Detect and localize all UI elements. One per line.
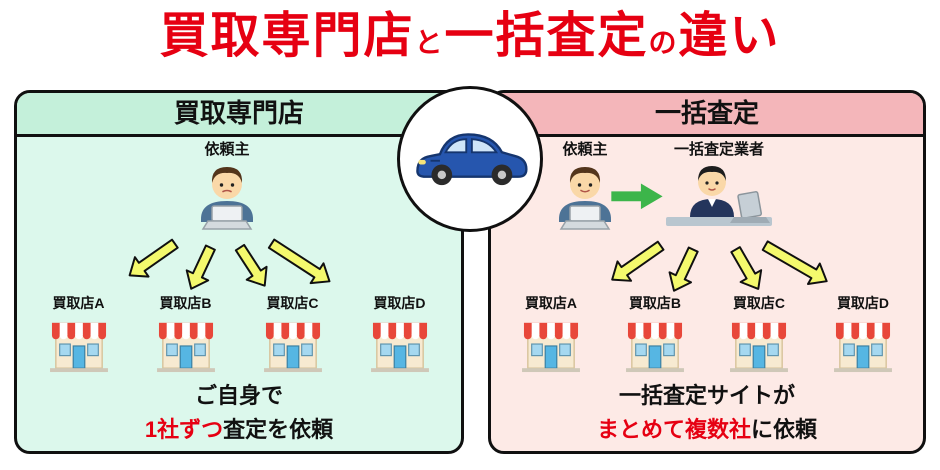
- right-requester-label: 依頼主: [562, 141, 608, 158]
- yellow-arrow-icon: [185, 244, 216, 290]
- right-requester: 依頼主: [525, 141, 645, 238]
- storefront-icon: [624, 322, 686, 377]
- right-caption: 一括査定サイトが まとめて複数社に依頼: [491, 379, 923, 447]
- right-panel-body: 依頼主 一括査定業者: [491, 137, 923, 451]
- store-item-a: 買取店A: [28, 293, 130, 378]
- store-item-b: 買取店B: [135, 293, 237, 378]
- store-item-b: 買取店B: [604, 293, 706, 378]
- store-item-c: 買取店C: [242, 293, 344, 378]
- storefront-icon: [48, 322, 110, 377]
- yellow-arrow-icon: [611, 240, 665, 282]
- car-badge: [397, 86, 543, 232]
- storefront-icon: [832, 322, 894, 377]
- page-title: 買取専門店と一括査定の違い: [0, 0, 940, 72]
- left-caption-suffix: 査定を依頼: [223, 417, 334, 442]
- title-part-2: と: [414, 27, 445, 58]
- store-label: 買取店B: [159, 295, 212, 311]
- store-label: 買取店A: [52, 295, 105, 311]
- yellow-arrow-icon: [730, 246, 763, 290]
- store-item-a: 買取店A: [500, 293, 602, 378]
- right-panel-header: 一括査定: [491, 93, 923, 137]
- agent-label: 一括査定業者: [673, 141, 764, 158]
- storefront-icon: [728, 322, 790, 377]
- right-caption-line2: まとめて複数社に依頼: [491, 413, 923, 447]
- left-caption-highlight: 1社ずつ: [144, 417, 224, 442]
- store-label: 買取店C: [732, 295, 786, 311]
- store-label: 買取店C: [266, 295, 319, 311]
- store-label: 買取店B: [628, 295, 682, 311]
- title-part-4: の: [648, 27, 679, 58]
- store-item-c: 買取店C: [708, 293, 810, 378]
- title-part-3: 一括査定: [444, 9, 649, 63]
- person-with-laptop-icon: [525, 159, 645, 238]
- left-panel-header: 買取専門店: [17, 93, 461, 137]
- right-caption-highlight: まとめて複数社: [596, 417, 751, 442]
- right-stores-row: 買取店A: [499, 293, 915, 378]
- yellow-arrow-icon: [761, 240, 828, 286]
- left-stores-row: 買取店A: [25, 293, 453, 378]
- left-requester-label: 依頼主: [204, 141, 250, 158]
- storefront-icon: [520, 322, 582, 377]
- right-caption-line1: 一括査定サイトが: [618, 383, 795, 408]
- left-caption-line2: 1社ずつ査定を依頼: [17, 413, 461, 447]
- title-part-1: 買取専門店: [159, 9, 415, 63]
- yellow-arrow-icon: [668, 246, 699, 292]
- left-caption: ご自身で 1社ずつ査定を依頼: [17, 379, 461, 447]
- title-part-5: 違い: [678, 9, 781, 63]
- yellow-arrow-icon: [234, 243, 268, 287]
- right-caption-suffix: に依頼: [751, 417, 818, 442]
- left-requester: 依頼主: [169, 141, 285, 238]
- store-label: 買取店D: [373, 295, 426, 311]
- store-item-d: 買取店D: [812, 293, 914, 378]
- panel-buyback-store: 買取専門店 依頼主: [14, 90, 464, 454]
- left-panel-body: 依頼主: [17, 137, 461, 451]
- storefront-icon: [369, 322, 431, 377]
- yellow-arrow-icon: [128, 238, 179, 278]
- yellow-arrow-icon: [267, 238, 331, 285]
- store-label: 買取店D: [836, 295, 890, 311]
- panel-bulk-assessment: 一括査定 依頼主 一括査: [488, 90, 926, 454]
- storefront-icon: [262, 322, 324, 377]
- car-icon: [408, 118, 532, 201]
- left-caption-line1: ご自身で: [194, 383, 283, 408]
- agent-at-desk-icon: [649, 159, 789, 242]
- store-label: 買取店A: [524, 295, 578, 311]
- store-item-d: 買取店D: [349, 293, 451, 378]
- storefront-icon: [155, 322, 217, 377]
- bulk-assessment-agent: 一括査定業者: [649, 141, 789, 242]
- person-with-laptop-icon: [169, 159, 285, 238]
